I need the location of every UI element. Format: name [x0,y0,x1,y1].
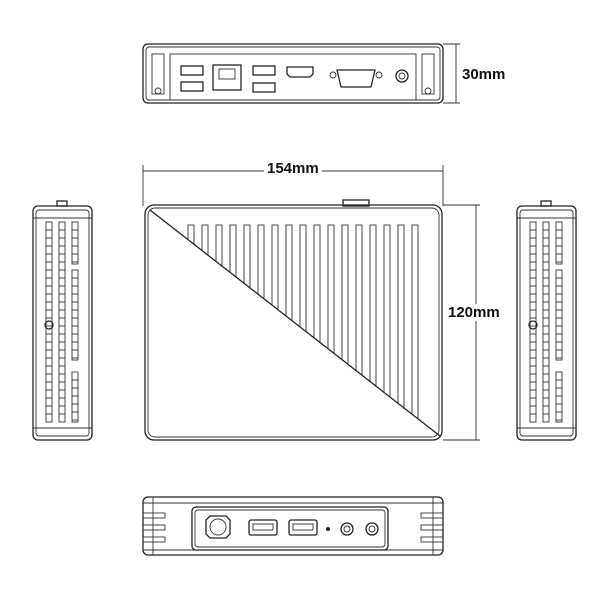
vent-slat [285,224,293,422]
vent-slat [243,224,251,422]
side-vent [71,269,79,361]
top-view [142,165,480,441]
left-side-view [32,200,93,441]
hdmi-port [286,66,314,78]
right-side-view [516,200,577,441]
led-indicator [326,527,330,531]
vent-slat [257,224,265,422]
audio-jack [365,522,379,536]
side-vent [71,371,79,423]
vent-slat [327,224,335,422]
side-vent [555,371,563,423]
usb-port-front [248,519,278,536]
rear-view [142,43,460,104]
vga-port [336,69,376,88]
side-vent [542,221,550,423]
vent-slat [215,224,223,422]
vent-slat [313,224,321,422]
vent-slat [341,224,349,422]
vent-slat [383,224,391,422]
screw-hole [44,320,54,330]
usb-ports-rear [180,65,276,93]
screw-hole [528,320,538,330]
dc-jack [395,69,409,83]
power-button [205,515,231,539]
vent-slat [397,224,405,422]
side-vent [58,221,66,423]
width-label: 154mm [264,160,322,177]
front-view [142,496,444,556]
vent-slat [299,224,307,422]
side-vent [555,221,563,265]
side-vent [555,269,563,361]
vent-slat [355,224,363,422]
vent-slat [271,224,279,422]
side-vent [71,221,79,265]
depth-label: 120mm [448,304,500,321]
height-label: 30mm [462,66,506,83]
vent-slat [187,224,195,422]
vent-slat [229,224,237,422]
audio-jack [340,522,354,536]
ethernet-port [212,64,242,91]
usb-port-front [288,519,318,536]
vent-slat [411,224,419,422]
vent-slat [369,224,377,422]
